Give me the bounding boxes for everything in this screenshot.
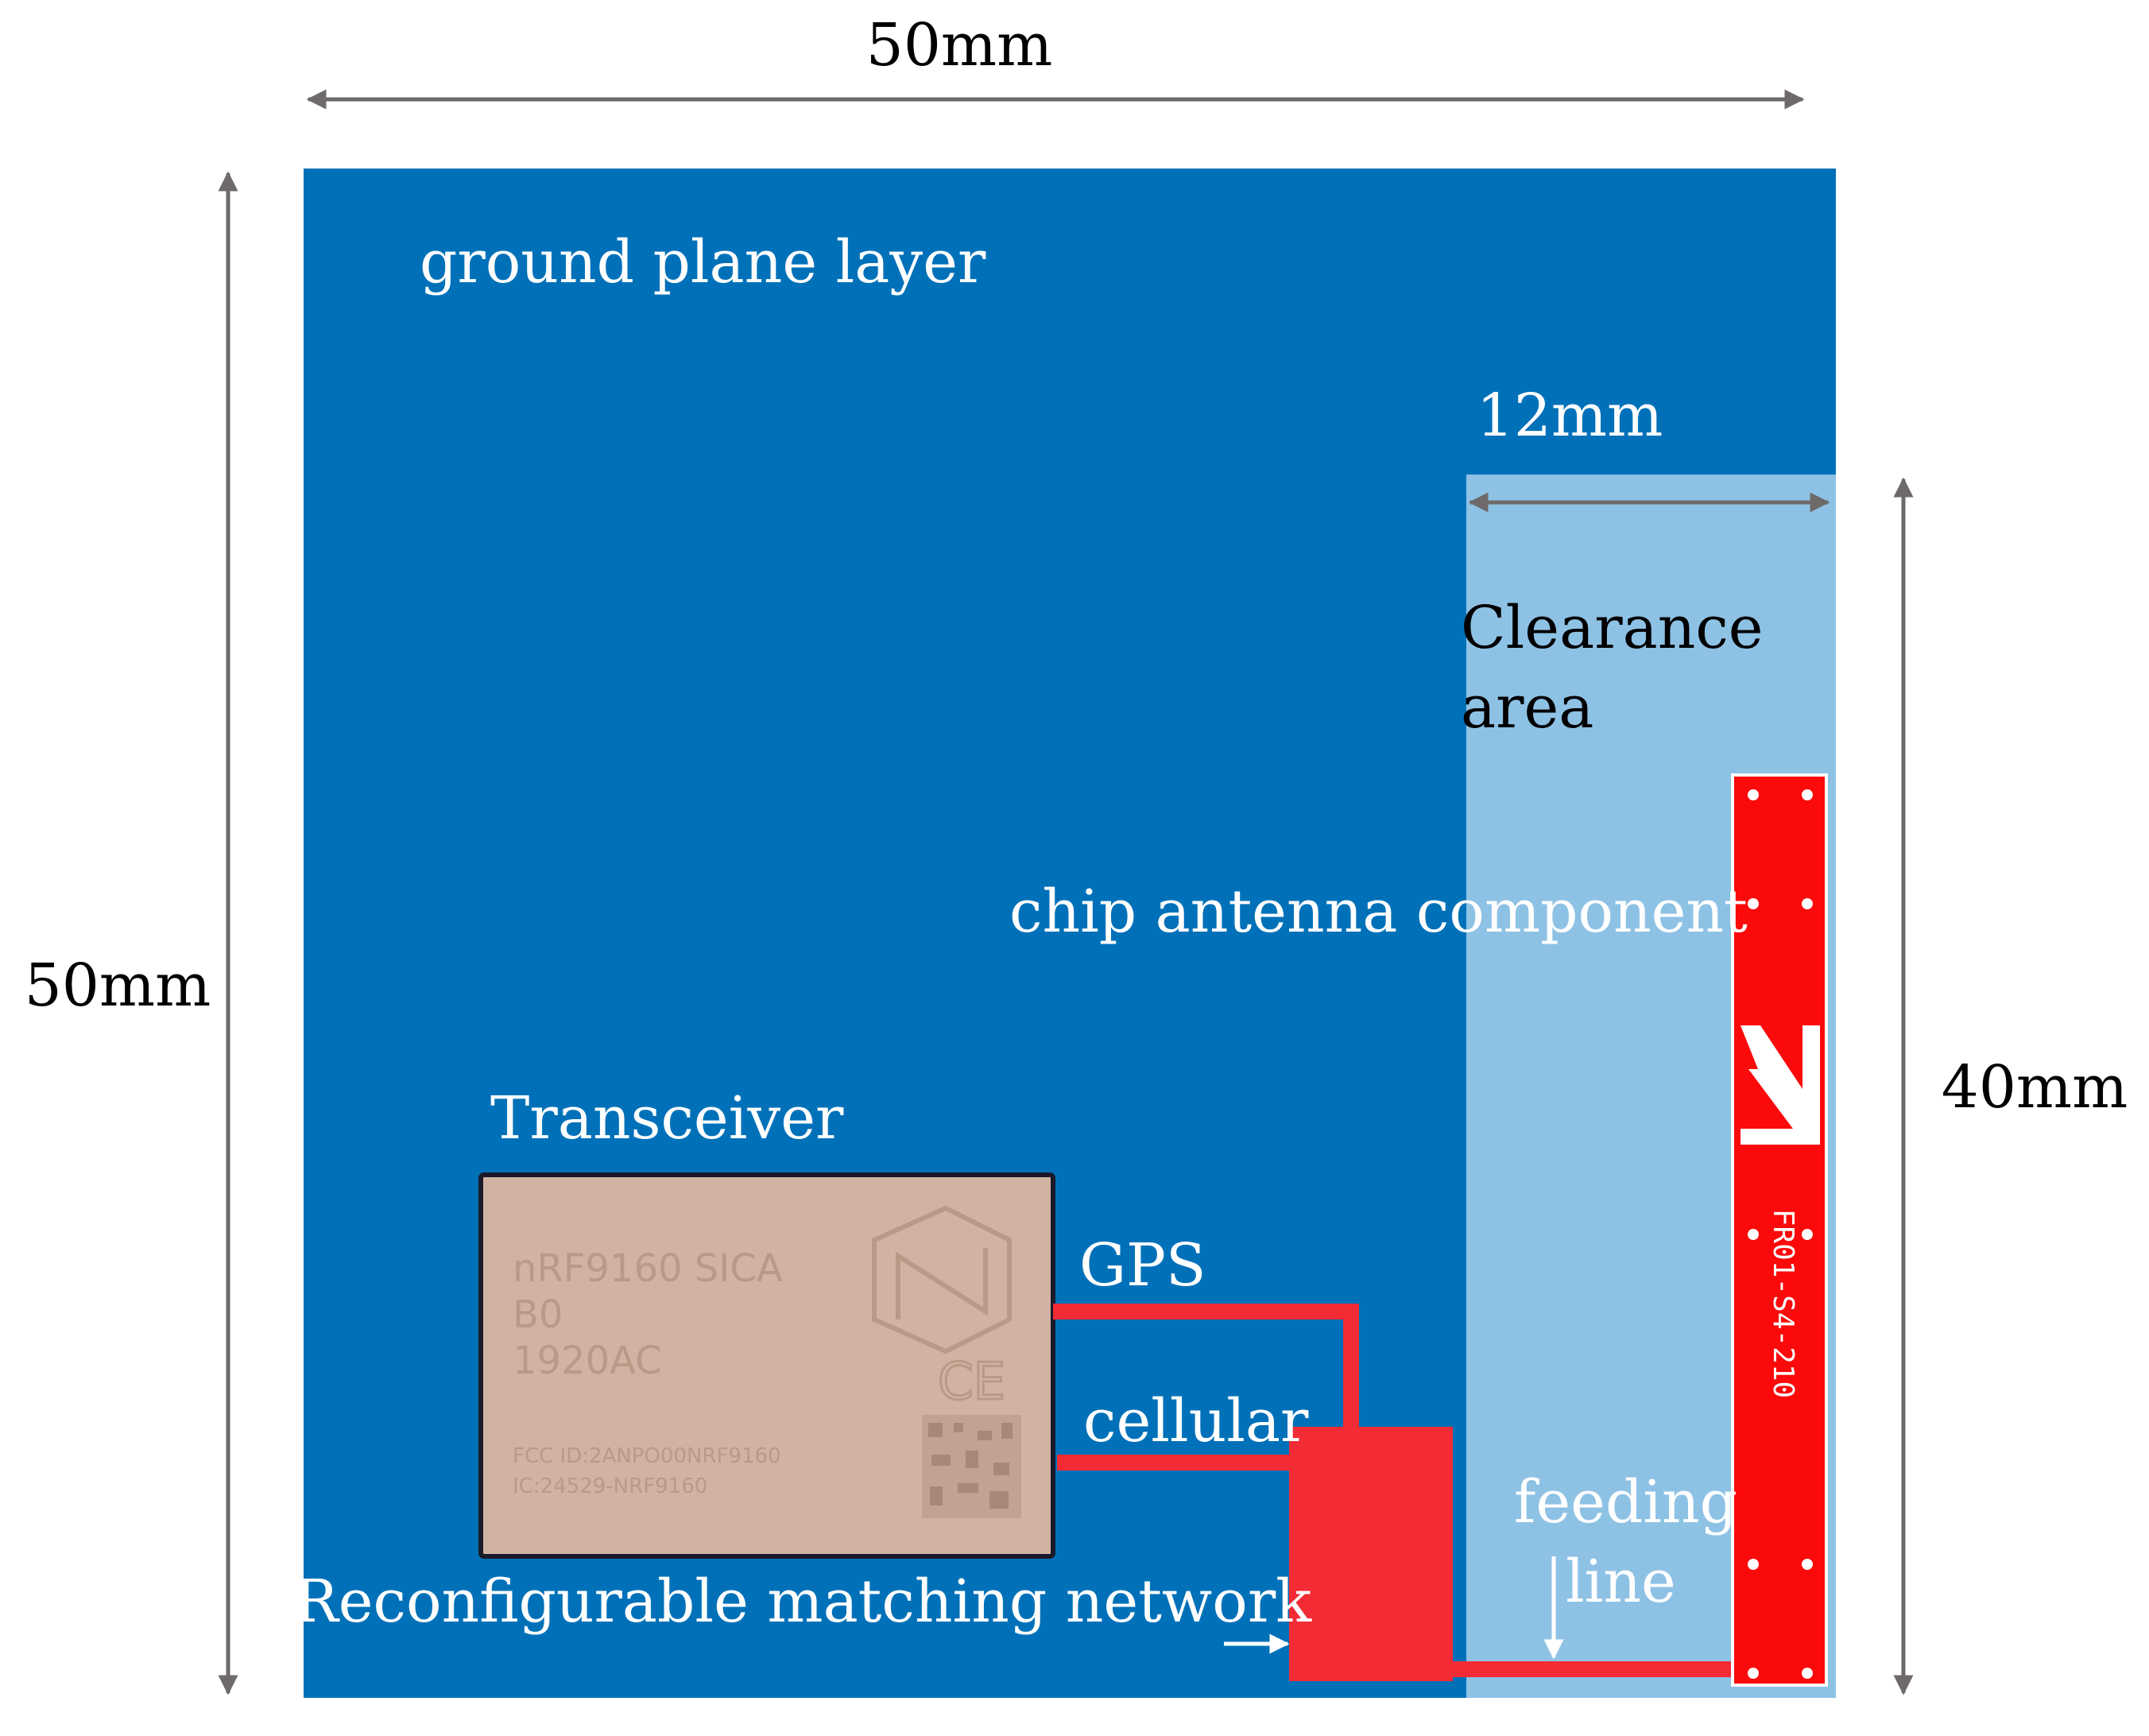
- feeding-line-label-line1: feeding: [1514, 1468, 1737, 1536]
- chip-antenna: FR01-S4-210: [1731, 773, 1828, 1687]
- antenna-dots: [1748, 789, 1813, 1679]
- chip-marking-line2: B0: [513, 1292, 563, 1337]
- gps-trace: [1053, 1304, 1359, 1431]
- chip-antenna-label: chip antenna component: [1009, 878, 1748, 946]
- chip-marking-line1: nRF9160 SICA: [513, 1246, 783, 1291]
- transceiver-label: Transceiver: [490, 1084, 844, 1153]
- chip-marking-ic: IC:24529-NRF9160: [513, 1474, 707, 1498]
- clearance-area-label-line1: Clearance: [1461, 594, 1764, 662]
- left-height-label: 50mm: [25, 951, 211, 1020]
- ground-plane-label: ground plane layer: [420, 228, 986, 296]
- nordic-logo-icon: [1740, 1025, 1820, 1145]
- ce-mark: CE: [938, 1353, 1005, 1412]
- matching-network-label: Reconfigurable matching network: [294, 1567, 1312, 1636]
- clearance-width-label: 12mm: [1477, 382, 1663, 450]
- chip-marking-line3: 1920AC: [513, 1339, 662, 1383]
- transceiver-chip: nRF9160 SICA B0 1920AC FCC ID:2ANPO00NRF…: [478, 1172, 1055, 1559]
- clearance-area-label-line2: area: [1461, 673, 1593, 742]
- gps-label: GPS: [1079, 1231, 1206, 1300]
- nordic-logo-emboss: [872, 1205, 1012, 1354]
- antenna-part-number: FR01-S4-210: [1767, 1209, 1799, 1398]
- data-matrix-code: [922, 1415, 1021, 1518]
- right-height-label: 40mm: [1942, 1053, 2128, 1122]
- feeding-line-label-line2: line: [1566, 1548, 1676, 1616]
- top-width-label: 50mm: [866, 11, 1053, 79]
- matching-network-block: [1289, 1427, 1453, 1681]
- cellular-label: cellular: [1083, 1387, 1309, 1455]
- rf-traces: [1053, 1304, 1733, 1677]
- chip-marking-fcc: FCC ID:2ANPO00NRF9160: [513, 1444, 781, 1468]
